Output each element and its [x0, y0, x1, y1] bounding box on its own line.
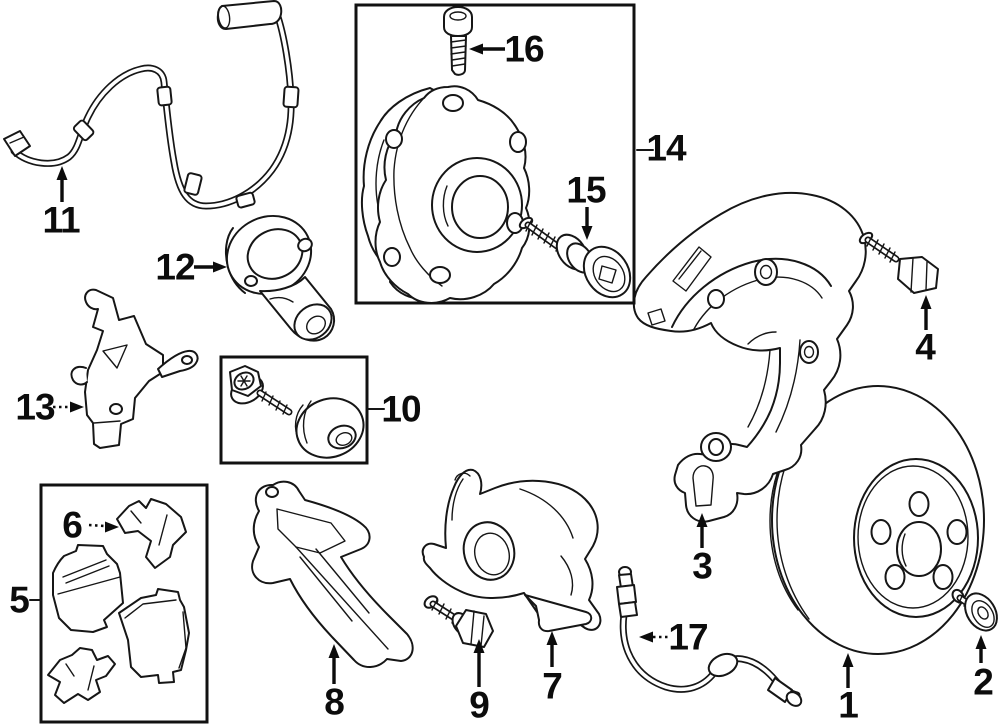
callout-label-4: 4	[915, 326, 936, 368]
guide-pin-screw-drawing	[229, 365, 293, 416]
callout-label-14: 14	[646, 127, 686, 169]
brake-caliper-drawing	[421, 468, 602, 633]
guide-pin-box-frame	[219, 355, 369, 465]
sensor-cap	[216, 0, 283, 30]
callout-arrow-1	[842, 653, 854, 688]
callout-arrow-15	[581, 207, 593, 240]
callout-label-13: 13	[15, 386, 55, 428]
sensor-housing-drawing	[224, 214, 336, 342]
callout-label-8: 8	[324, 681, 345, 723]
mounting-bracket-drawing	[70, 288, 199, 449]
callout-arrow-13	[53, 401, 84, 413]
callout-label-7: 7	[542, 665, 563, 707]
brake-pad-outer-drawing	[118, 588, 190, 684]
callout-label-9: 9	[469, 684, 490, 726]
callout-arrows	[53, 43, 987, 688]
callout-label-3: 3	[692, 545, 713, 587]
rotor-lug-holes	[870, 491, 968, 590]
pad-set-box-group	[29, 483, 209, 724]
callout-arrow-6	[88, 521, 119, 533]
callout-arrow-16	[469, 43, 505, 55]
callout-arrow-3	[696, 513, 708, 548]
hub-bolt-drawing	[443, 6, 473, 76]
dust-shield-drawing	[632, 191, 867, 523]
callout-arrow-7	[546, 631, 558, 667]
caliper-bolt-drawing	[423, 595, 494, 648]
callout-arrow-8	[328, 644, 340, 684]
callout-arrow-12	[194, 261, 227, 273]
callout-label-15: 15	[566, 169, 606, 211]
hub-screw-drawing	[518, 216, 632, 299]
guide-pin-cap-drawing	[294, 397, 365, 459]
pad-clip-top-drawing	[116, 498, 187, 569]
callout-label-2: 2	[973, 661, 994, 703]
hub-flange-holes	[383, 94, 527, 284]
callout-arrow-2	[975, 635, 987, 663]
caliper-piston-opening	[462, 521, 516, 581]
hub-box-group	[354, 3, 654, 305]
wear-sensor-wire-drawing	[3, 0, 300, 210]
shield-bolt-drawing	[858, 231, 939, 294]
callout-label-16: 16	[504, 28, 544, 70]
callout-label-17: 17	[668, 616, 708, 658]
caliper-bracket-drawing	[251, 480, 414, 668]
guide-pin-box-group	[219, 355, 385, 465]
rotor-center-bore	[896, 521, 942, 577]
hub-box-frame	[354, 3, 636, 305]
callout-label-11: 11	[42, 199, 80, 241]
shield-foot-slot	[692, 465, 714, 507]
callout-label-1: 1	[838, 684, 859, 726]
callout-arrow-9	[473, 639, 485, 687]
brake-hose-drawing	[616, 566, 803, 707]
bolt-head	[897, 256, 939, 294]
shield-hole	[754, 258, 778, 286]
caliper-fin	[524, 594, 593, 633]
hose-fitting	[616, 584, 637, 605]
brake-pad-inner-drawing	[52, 544, 124, 633]
rotor-screw-drawing	[951, 588, 998, 632]
callout-label-6: 6	[62, 504, 83, 546]
pad-box-frame	[39, 483, 209, 724]
pad-clip-bottom-drawing	[47, 647, 116, 704]
sensor-connector	[3, 130, 31, 157]
screw-head	[964, 592, 998, 632]
callout-label-12: 12	[155, 246, 195, 288]
shield-slot	[672, 246, 712, 292]
callout-label-5: 5	[9, 579, 30, 621]
screw-head	[582, 245, 632, 299]
bolt-head	[455, 609, 494, 648]
callout-label-10: 10	[381, 388, 421, 430]
shield-boss	[700, 432, 732, 462]
callout-arrow-11	[56, 166, 68, 202]
hub-bearing-drawing	[360, 85, 531, 304]
callout-arrow-17	[639, 631, 670, 643]
brake-rotor-drawing	[769, 385, 985, 655]
callout-arrow-4	[920, 295, 932, 330]
